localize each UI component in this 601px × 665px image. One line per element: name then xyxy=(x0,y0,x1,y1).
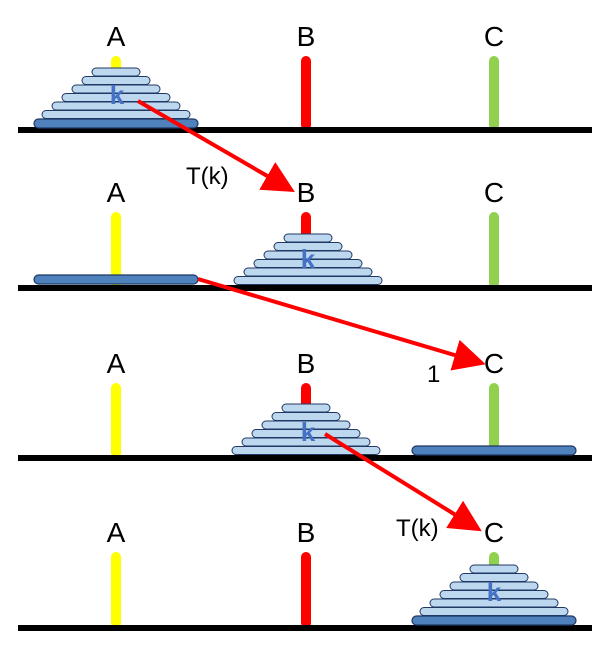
stage-2-base xyxy=(18,285,592,291)
stage-1: A B C k xyxy=(18,21,592,133)
stage-3-peg-c xyxy=(489,383,499,458)
stage-1-labels: A B C xyxy=(107,21,504,52)
stage-4-largest-disk xyxy=(411,615,577,626)
stage-2-stack-label: k xyxy=(301,244,316,274)
stage-3-largest-disk xyxy=(411,445,577,456)
stage-4-peg-b xyxy=(301,552,311,628)
stage-3-base xyxy=(18,455,592,461)
small-disk xyxy=(281,403,331,413)
arrow-move-k-to-b xyxy=(136,99,295,193)
stage-3-small-disk-stack xyxy=(231,403,381,455)
stage-2-labels: A B C xyxy=(107,177,504,208)
stage-3-peg-b-label: B xyxy=(297,348,316,379)
stage-3-stack-label: k xyxy=(301,417,316,447)
stage-3: A B C k xyxy=(18,348,592,461)
arrow-move-k-to-c xyxy=(323,432,482,532)
stage-4-stack-label: k xyxy=(487,577,502,607)
stage-2-peg-a xyxy=(111,212,121,288)
arrow-label-move-k-to-c: T(k) xyxy=(396,515,439,542)
stage-2-peg-a-label: A xyxy=(107,177,126,208)
stage-4-peg-a xyxy=(111,552,121,628)
arrow-label-move-largest-to-c: 1 xyxy=(427,361,440,388)
stage-1-peg-b-label: B xyxy=(297,21,316,52)
small-disk xyxy=(469,564,519,574)
small-disk xyxy=(233,276,383,285)
stage-4-peg-b-label: B xyxy=(297,517,316,548)
stage-4-peg-a-label: A xyxy=(107,517,126,548)
stage-2-peg-c xyxy=(489,212,499,288)
arrow-label-move-k-to-b: T(k) xyxy=(186,163,229,190)
stage-1-peg-b xyxy=(301,56,311,130)
stage-4-labels: A B C xyxy=(107,517,504,548)
stage-2: A B C k xyxy=(18,177,592,291)
small-disk xyxy=(419,607,569,616)
stage-2-largest-disk xyxy=(33,274,199,285)
stage-1-largest-disk xyxy=(33,118,199,129)
move-arrows: T(k) 1 T(k) xyxy=(136,99,486,542)
stage-1-peg-c-label: C xyxy=(484,21,504,52)
stage-1-peg-c xyxy=(489,56,499,130)
stage-3-labels: A B C xyxy=(107,348,504,379)
stage-1-peg-a-label: A xyxy=(107,21,126,52)
stage-1-stack-label: k xyxy=(110,80,125,110)
stage-4-small-disk-stack xyxy=(419,564,569,616)
stage-3-peg-c-label: C xyxy=(484,348,504,379)
stage-2-peg-b-label: B xyxy=(297,177,316,208)
stage-3-peg-a-label: A xyxy=(107,348,126,379)
arrow-move-largest-to-c xyxy=(197,277,486,371)
stage-2-peg-c-label: C xyxy=(484,177,504,208)
stage-2-small-disk-stack xyxy=(233,233,383,285)
stage-4-peg-c-label: C xyxy=(484,517,504,548)
stage-3-peg-a xyxy=(111,383,121,458)
stage-4: A B C k xyxy=(18,517,592,631)
stage-1-small-disk-stack xyxy=(41,67,191,119)
stage-1-base xyxy=(18,127,592,133)
small-disk xyxy=(91,67,141,77)
small-disk xyxy=(283,233,333,243)
stage-4-base xyxy=(18,625,592,631)
